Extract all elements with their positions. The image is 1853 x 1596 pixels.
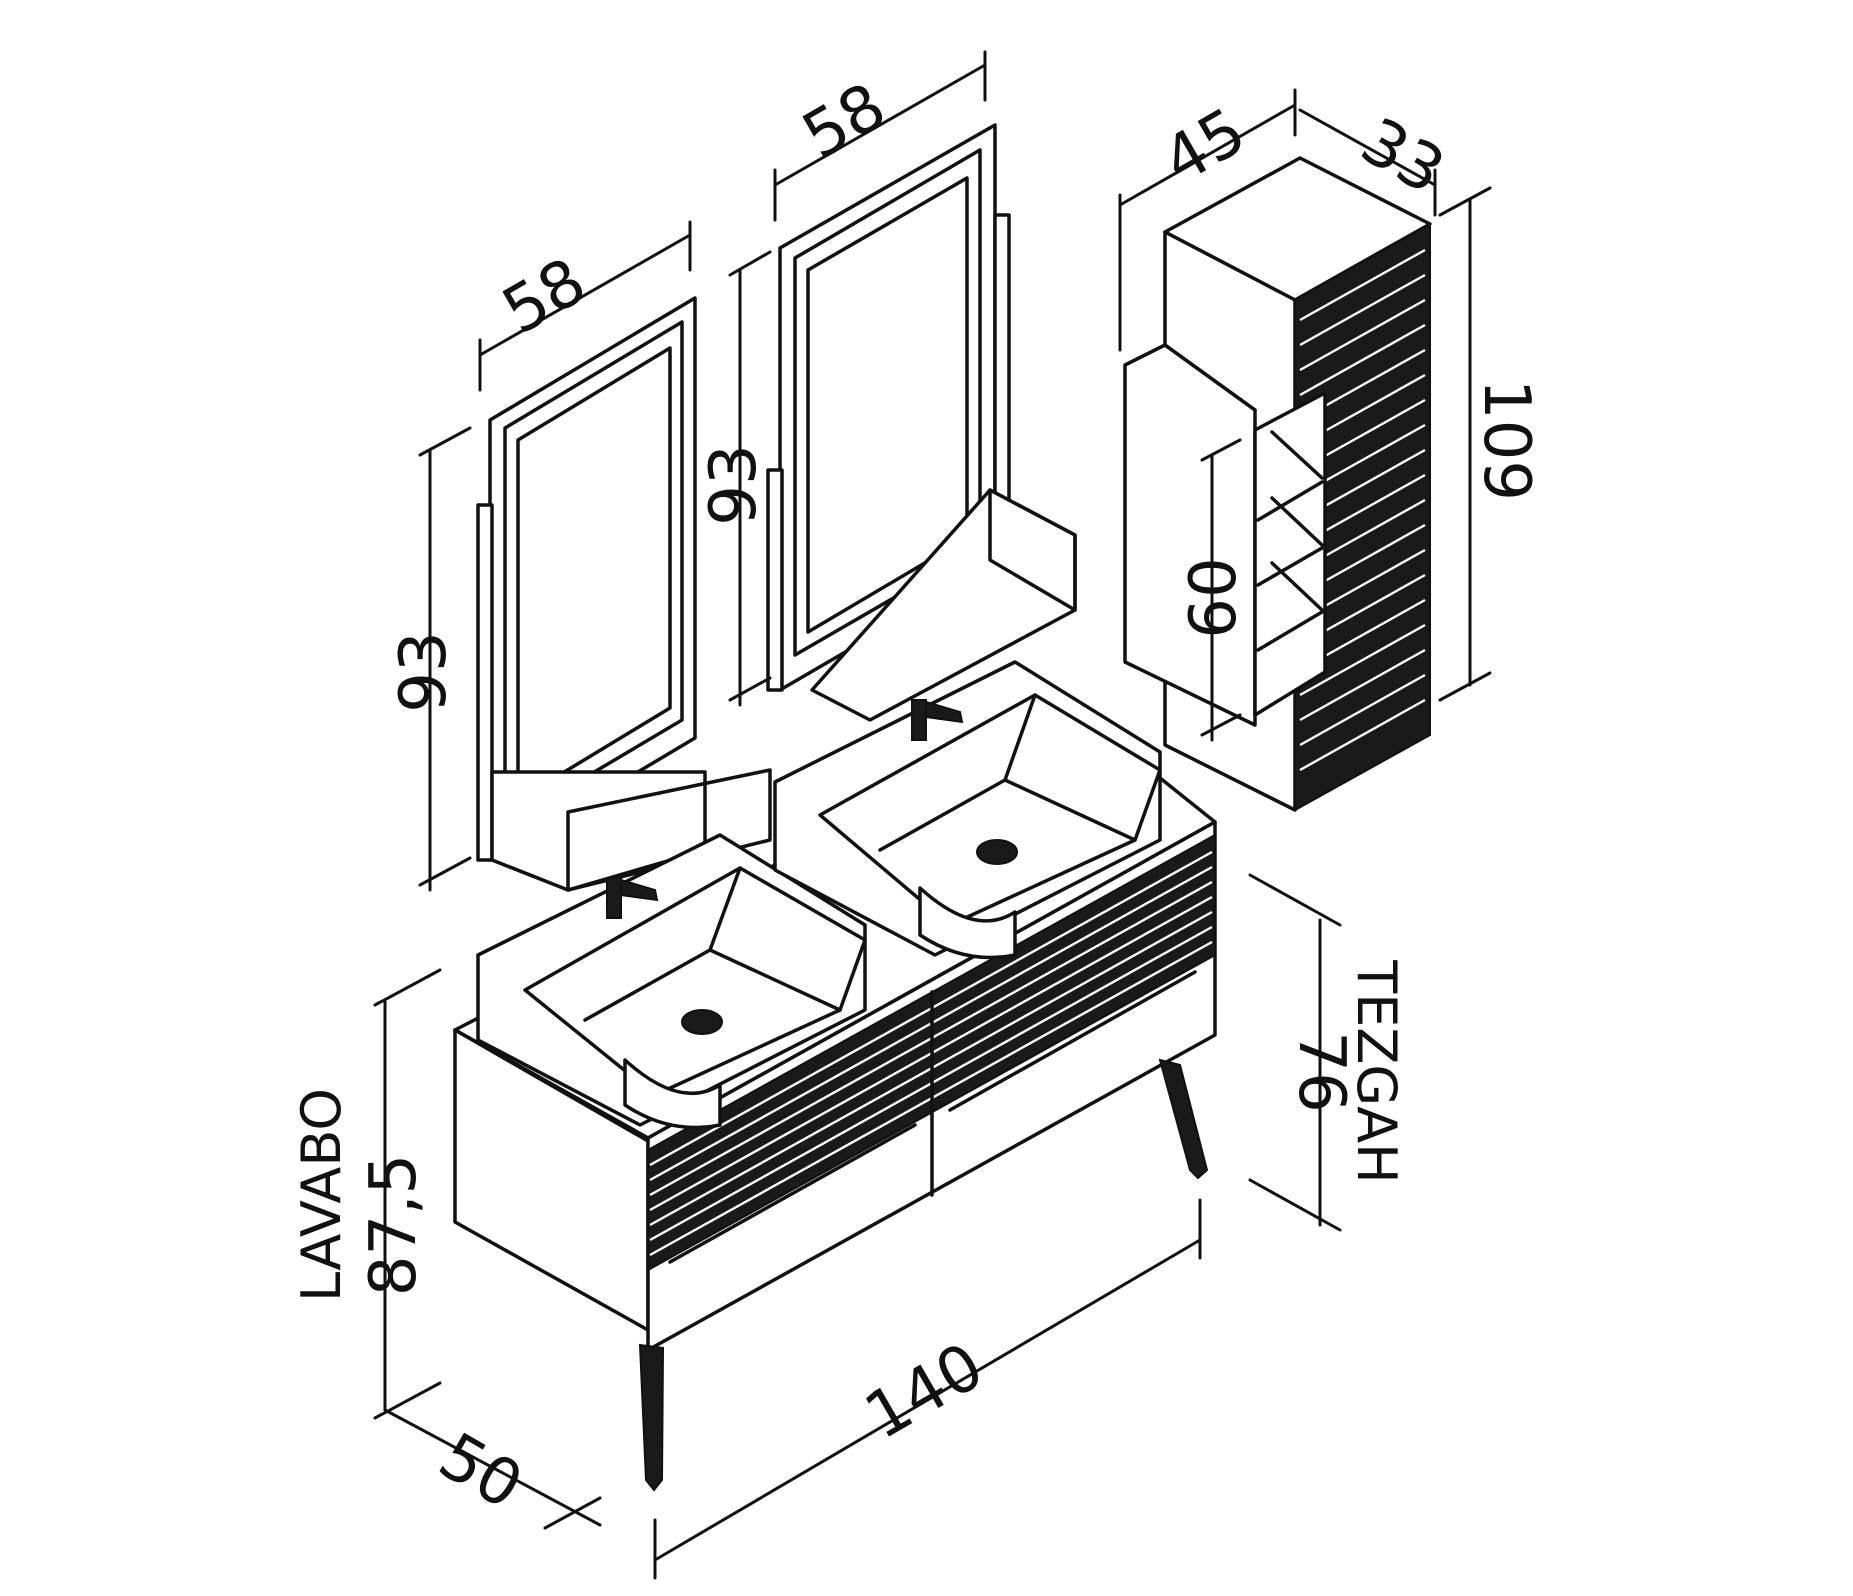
dim-left-mirror-width: 58	[491, 244, 599, 349]
label-counter: TEZGAH	[1345, 959, 1408, 1184]
dim-vanity-height: 87,5	[357, 1154, 431, 1297]
right-mirror	[766, 123, 1077, 722]
dimension-lines	[373, 50, 1492, 1580]
dim-open-shelf-height: 60	[1177, 557, 1251, 638]
dim-right-mirror-height: 93	[697, 444, 771, 525]
label-vanity: LAVABO	[290, 1088, 353, 1302]
tall-cabinet	[1123, 156, 1432, 812]
right-basin	[773, 660, 1162, 960]
left-mirror	[476, 296, 772, 892]
dim-cabinet-height: 109	[1469, 379, 1543, 501]
left-basin	[476, 833, 867, 1130]
dim-right-mirror-width: 58	[791, 69, 899, 174]
dim-vanity-width: 140	[853, 1329, 996, 1454]
dim-counter-height: 76	[1284, 1031, 1358, 1112]
dim-left-mirror-height: 93	[387, 631, 461, 712]
dim-cabinet-width: 45	[1151, 94, 1259, 199]
dim-vanity-depth: 50	[427, 1419, 535, 1524]
